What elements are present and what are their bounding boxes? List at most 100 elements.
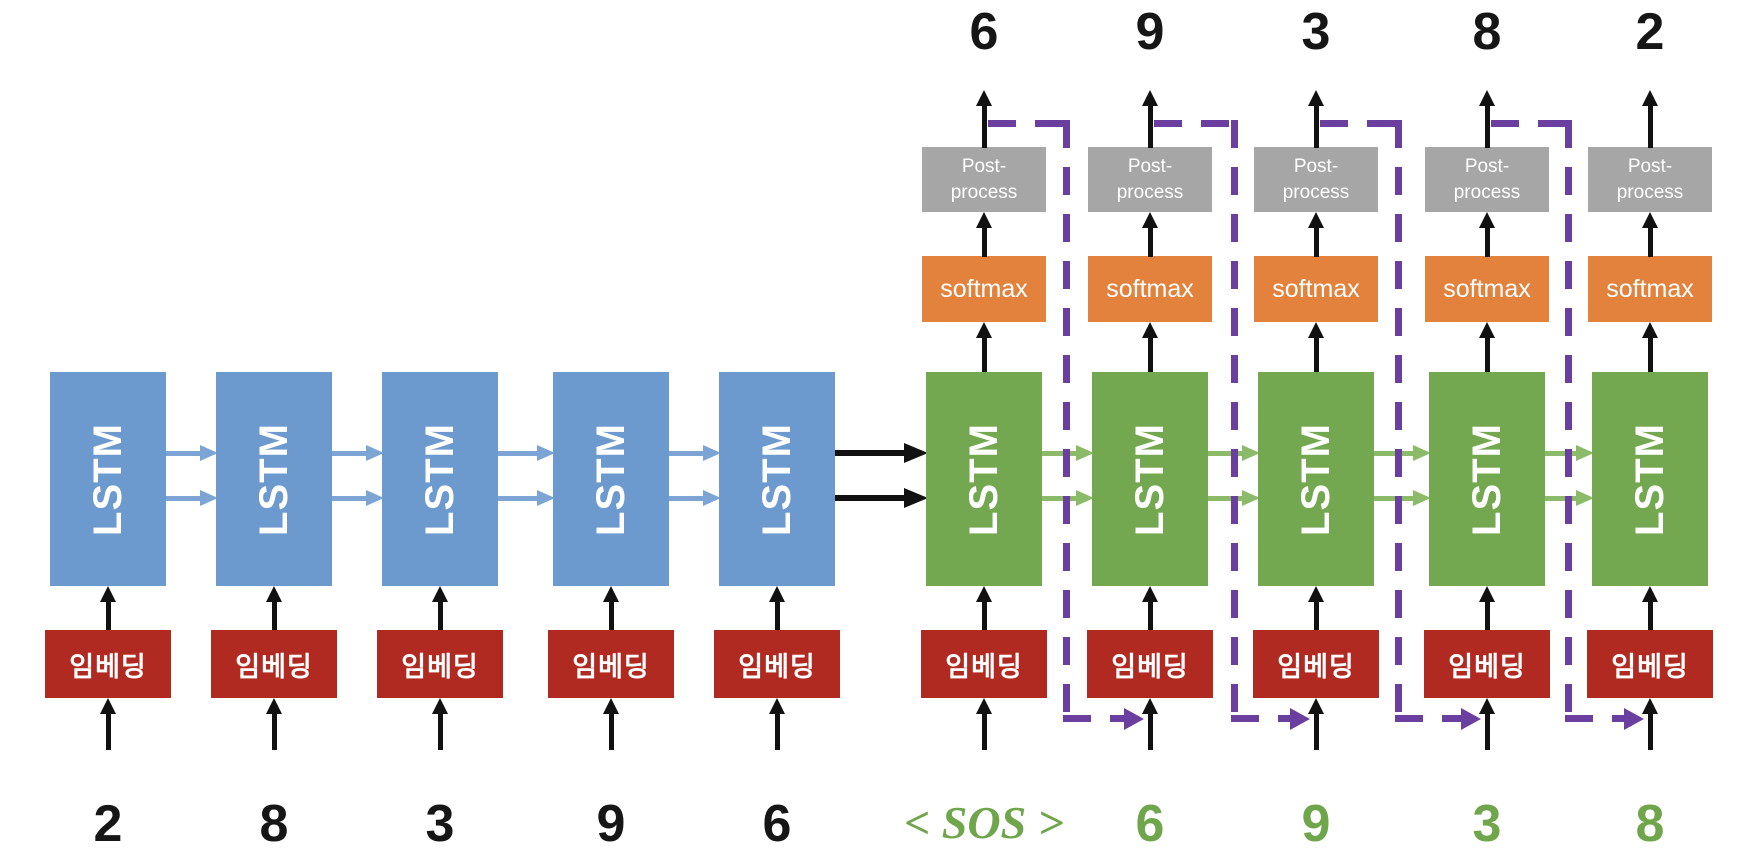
decoder-output-arrow-shaft <box>1313 104 1319 148</box>
decoder-output-number: 6 <box>969 3 999 61</box>
decoder-input-to-embedding-arrow-head <box>1641 698 1658 714</box>
feedback-bottom-segment <box>1394 715 1461 722</box>
feedback-arrowhead <box>1124 707 1144 730</box>
encoder-embedding-to-lstm-arrow-shaft <box>271 600 277 630</box>
postprocess-line1: Post- <box>1627 155 1673 177</box>
decoder-output-arrow-shaft <box>981 104 987 148</box>
encoder-embedding-block: 임베딩 <box>45 630 171 698</box>
decoder-postprocess-block: Post-process <box>1254 147 1378 212</box>
decoder-state-arrow-top-head <box>1242 444 1260 461</box>
feedback-vertical-segment <box>1062 120 1070 723</box>
encoder-embedding-block-label: 임베딩 <box>401 651 479 682</box>
encoder-embedding-to-lstm-arrow-head <box>265 586 282 602</box>
decoder-lstm-to-softmax-arrow-shaft <box>1647 336 1653 372</box>
decoder-embedding-to-lstm-arrow-shaft <box>1484 600 1490 630</box>
encoder-input-to-embedding-arrow-head <box>768 698 785 714</box>
encoder-embedding-block-label: 임베딩 <box>235 651 313 682</box>
decoder-input-number: 3 <box>1472 795 1502 853</box>
encoder-lstm-block-label: LSTM <box>85 422 130 536</box>
decoder-input-to-embedding-arrow-shaft <box>1647 712 1653 750</box>
encoder-state-arrow-bottom-shaft <box>166 495 202 501</box>
encoder-input-to-embedding-arrow-head <box>602 698 619 714</box>
context-arrow-bottom-head <box>904 488 928 508</box>
feedback-arrowhead <box>1290 707 1310 730</box>
decoder-lstm-block: LSTM <box>926 372 1042 586</box>
feedback-top-segment <box>988 120 1070 127</box>
decoder-postprocess-label: Post-process <box>951 154 1018 205</box>
encoder-embedding-block-label: 임베딩 <box>738 651 816 682</box>
encoder-input-to-embedding-arrow-shaft <box>105 712 111 750</box>
decoder-sos-label: < SOS > <box>904 797 1064 848</box>
postprocess-line1: Post- <box>1464 155 1510 177</box>
encoder-embedding-to-lstm-arrow-head <box>602 586 619 602</box>
decoder-input-to-embedding-arrow-shaft <box>1147 712 1153 750</box>
decoder-embedding-to-lstm-arrow-head <box>975 586 992 602</box>
decoder-lstm-to-softmax-arrow-shaft <box>1313 336 1319 372</box>
decoder-embedding-block: 임베딩 <box>1253 630 1379 698</box>
feedback-bottom-segment <box>1230 715 1290 722</box>
postprocess-line2: process <box>1616 181 1684 203</box>
postprocess-line1: Post- <box>1293 155 1339 177</box>
decoder-output-number: 3 <box>1301 3 1331 61</box>
encoder-input-to-embedding-arrow-head <box>431 698 448 714</box>
decoder-lstm-block-label: LSTM <box>1464 422 1509 536</box>
decoder-input-to-embedding-arrow-head <box>975 698 992 714</box>
decoder-lstm-block-label: LSTM <box>1127 422 1172 536</box>
decoder-softmax-to-postprocess-arrow-head <box>1141 212 1158 228</box>
decoder-lstm-block: LSTM <box>1592 372 1708 586</box>
encoder-state-arrow-top-head <box>537 444 555 461</box>
decoder-embedding-to-lstm-arrow-shaft <box>1313 600 1319 630</box>
decoder-lstm-to-softmax-arrow-head <box>1641 322 1658 338</box>
feedback-arrowhead <box>1461 707 1481 730</box>
decoder-embedding-to-lstm-arrow-head <box>1307 586 1324 602</box>
encoder-input-number: 9 <box>596 795 626 853</box>
decoder-lstm-block: LSTM <box>1092 372 1208 586</box>
decoder-embedding-block: 임베딩 <box>1087 630 1213 698</box>
feedback-vertical-segment <box>1230 120 1238 723</box>
decoder-state-arrow-top-head <box>1413 444 1431 461</box>
encoder-state-arrow-top-head <box>703 444 721 461</box>
postprocess-line2: process <box>1116 181 1184 203</box>
decoder-output-arrow-shaft <box>1147 104 1153 148</box>
encoder-lstm-block: LSTM <box>216 372 332 586</box>
decoder-input-to-embedding-arrow-shaft <box>1484 712 1490 750</box>
decoder-softmax-block-label: softmax <box>1443 274 1531 303</box>
decoder-softmax-to-postprocess-arrow-shaft <box>1647 226 1653 257</box>
decoder-input-to-embedding-arrow-head <box>1478 698 1495 714</box>
encoder-embedding-to-lstm-arrow-shaft <box>608 600 614 630</box>
decoder-postprocess-label: Post-process <box>1454 154 1521 205</box>
decoder-softmax-to-postprocess-arrow-shaft <box>1484 226 1490 257</box>
decoder-softmax-to-postprocess-arrow-head <box>1307 212 1324 228</box>
encoder-state-arrow-bottom-head <box>200 489 218 506</box>
encoder-state-arrow-bottom-head <box>703 489 721 506</box>
decoder-softmax-block: softmax <box>1588 256 1712 322</box>
postprocess-line1: Post- <box>1127 155 1173 177</box>
decoder-postprocess-block: Post-process <box>922 147 1046 212</box>
decoder-lstm-to-softmax-arrow-head <box>975 322 992 338</box>
decoder-embedding-to-lstm-arrow-head <box>1478 586 1495 602</box>
decoder-postprocess-block: Post-process <box>1588 147 1712 212</box>
decoder-output-arrow-head <box>1641 90 1658 106</box>
encoder-input-to-embedding-arrow-shaft <box>774 712 780 750</box>
encoder-state-arrow-top-shaft <box>669 450 705 456</box>
decoder-embedding-block: 임베딩 <box>1587 630 1713 698</box>
decoder-embedding-block: 임베딩 <box>921 630 1047 698</box>
decoder-output-arrow-shaft <box>1484 104 1490 148</box>
feedback-top-segment <box>1491 120 1572 127</box>
encoder-embedding-block: 임베딩 <box>211 630 337 698</box>
encoder-state-arrow-top-head <box>200 444 218 461</box>
decoder-state-arrow-bottom-shaft <box>1042 495 1078 501</box>
postprocess-line2: process <box>1282 181 1350 203</box>
decoder-lstm-to-softmax-arrow-shaft <box>981 336 987 372</box>
encoder-state-arrow-bottom-head <box>366 489 384 506</box>
decoder-embedding-to-lstm-arrow-head <box>1641 586 1658 602</box>
encoder-embedding-to-lstm-arrow-shaft <box>105 600 111 630</box>
encoder-input-to-embedding-arrow-shaft <box>437 712 443 750</box>
encoder-input-to-embedding-arrow-shaft <box>608 712 614 750</box>
decoder-lstm-block-label: LSTM <box>1627 422 1672 536</box>
decoder-input-number: 9 <box>1301 795 1331 853</box>
decoder-embedding-block-label: 임베딩 <box>1448 651 1526 682</box>
decoder-lstm-block-label: LSTM <box>961 422 1006 536</box>
decoder-lstm-to-softmax-arrow-head <box>1141 322 1158 338</box>
decoder-softmax-to-postprocess-arrow-head <box>1478 212 1495 228</box>
